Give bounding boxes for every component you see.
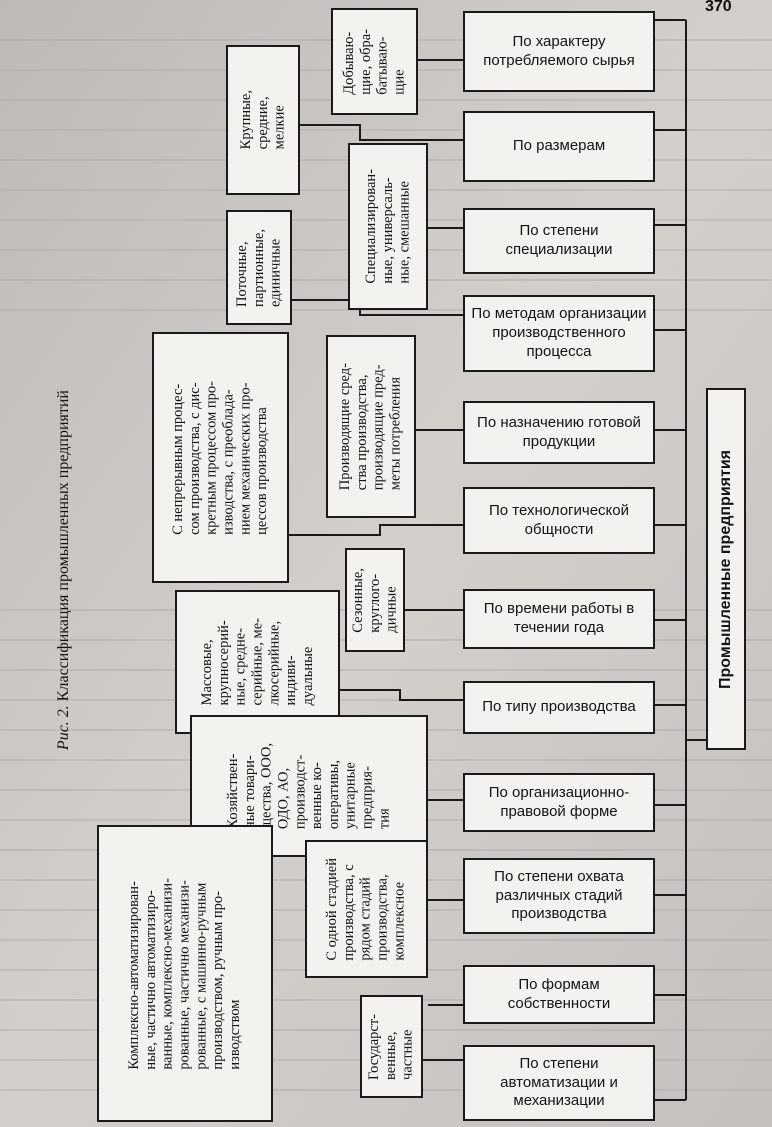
root-node-label: Промышленные предприятия <box>717 449 734 689</box>
type-technological-commonality-text: С непрерывным процес- сом производства, … <box>170 380 271 535</box>
criterion-operating-time: По времени работы в течении года <box>463 589 655 649</box>
type-product-purpose: Производящие сред- ства производства, пр… <box>326 335 416 518</box>
type-size: Крупные, средние, мелкие <box>226 45 300 195</box>
type-raw-material: Добываю- щие, обра- батываю- щие <box>331 8 418 115</box>
criterion-specialization: По степени специализации <box>463 208 655 274</box>
type-technological-commonality: С непрерывным процес- сом производства, … <box>152 332 289 583</box>
criterion-raw-material: По характеру потребляемого сырья <box>463 11 655 92</box>
type-production-type: Массовые, крупносерий- ные, средне- сери… <box>175 590 340 734</box>
type-specialization: Специализирован- ные, универсаль- ные, с… <box>348 143 428 310</box>
type-production-stages-text: С одной стадией производства, с рядом ст… <box>324 857 408 961</box>
type-automation-text: Комплексно-автоматизирован- ные, частичн… <box>126 877 244 1070</box>
page-number: 370 <box>705 0 732 15</box>
criterion-production-type: По типу производства <box>463 681 655 734</box>
criterion-automation: По степени автоматизации и механизации <box>463 1045 655 1121</box>
criterion-process-organization: По методам организации производственного… <box>463 295 655 372</box>
type-production-stages: С одной стадией производства, с рядом ст… <box>305 840 428 978</box>
type-size-text: Крупные, средние, мелкие <box>237 90 288 150</box>
root-node: Промышленные предприятия <box>706 388 746 750</box>
criterion-product-purpose: По назначению готовой продукции <box>463 401 655 464</box>
type-ownership: Государст- венные, частные <box>360 995 423 1098</box>
type-product-purpose-text: Производящие сред- ства производства, пр… <box>337 362 404 491</box>
type-process-organization-text: Поточные, партионные, единичные <box>233 228 284 307</box>
type-production-type-text: Массовые, крупносерий- ные, средне- сери… <box>198 618 316 706</box>
type-operating-time-text: Сезонные, круглого- дичные <box>349 567 400 633</box>
type-operating-time: Сезонные, круглого- дичные <box>345 548 405 652</box>
caption-prefix: Рис. 2. <box>55 705 72 751</box>
criterion-production-stages: По степени охвата различных стадий произ… <box>463 858 655 934</box>
criterion-legal-form: По организационно-правовой форме <box>463 773 655 832</box>
criterion-ownership: По формам собственности <box>463 965 655 1024</box>
type-process-organization: Поточные, партионные, единичные <box>226 210 292 325</box>
figure-caption: Рис. 2. Классификация промышленных предп… <box>46 330 82 810</box>
criterion-size: По размерам <box>463 111 655 182</box>
type-legal-form-text: Хозяйствен- ные товари- щества, ООО, ОДО… <box>224 742 393 830</box>
type-ownership-text: Государст- венные, частные <box>366 1013 416 1080</box>
type-raw-material-text: Добываю- щие, обра- батываю- щие <box>340 28 408 95</box>
type-automation: Комплексно-автоматизирован- ные, частичн… <box>97 825 273 1122</box>
criterion-technological-commonality: По технологической общности <box>463 487 655 554</box>
caption-text: Классификация промышленных предприятий <box>55 389 72 702</box>
type-specialization-text: Специализирован- ные, универсаль- ные, с… <box>362 169 413 284</box>
